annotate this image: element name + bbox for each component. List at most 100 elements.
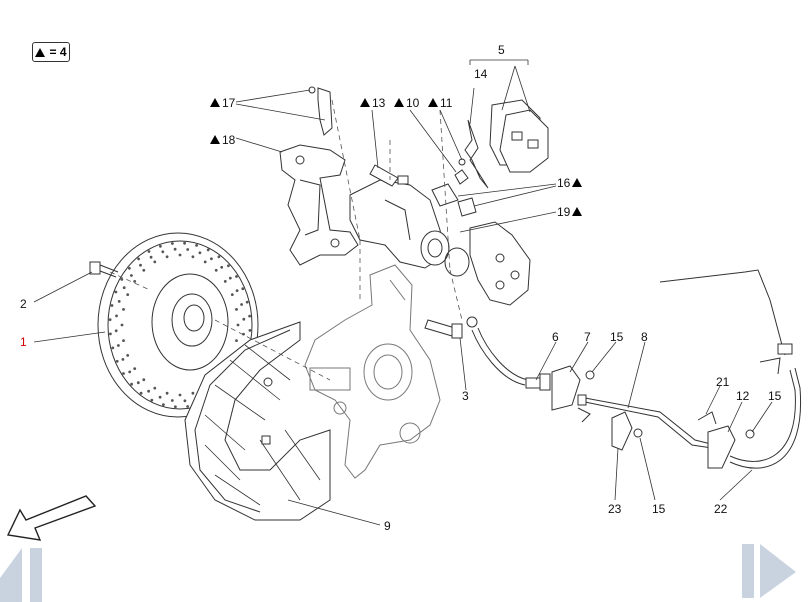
drilled-hole (236, 323, 240, 327)
drilled-hole (117, 344, 120, 347)
wear-sensor-wire (464, 119, 489, 189)
drilled-hole (191, 391, 195, 395)
caliper-piston (444, 221, 531, 306)
drilled-hole (235, 308, 238, 311)
callout-14: 14 (474, 67, 488, 81)
drilled-hole (158, 395, 162, 399)
drilled-hole (165, 255, 169, 259)
drilled-hole (227, 264, 230, 268)
drilled-hole (206, 248, 210, 252)
next-page-icon[interactable] (742, 544, 796, 598)
drilled-hole (115, 314, 118, 318)
callout-13-text: 13 (372, 96, 386, 110)
drilled-hole (130, 274, 133, 277)
drilled-hole (235, 275, 238, 278)
drilled-hole (210, 257, 213, 261)
drilled-hole (110, 304, 114, 307)
drilled-hole (186, 405, 190, 408)
retaining-clip (308, 86, 333, 136)
warning-triangle-icon (210, 135, 220, 144)
drilled-hole (115, 359, 119, 363)
callout-7: 7 (584, 330, 591, 344)
callout-18-text: 18 (222, 133, 236, 147)
callout-5: 5 (498, 43, 505, 57)
drilled-hole (195, 244, 199, 247)
warning-triangle-icon (360, 98, 370, 107)
drilled-hole (241, 287, 245, 291)
callout-9: 9 (384, 519, 391, 533)
hub-carrier (304, 264, 441, 479)
callout-3: 3 (462, 389, 469, 403)
rigid-brake-line (577, 394, 716, 449)
drilled-hole (178, 253, 182, 257)
drilled-hole (178, 393, 182, 397)
drilled-hole (214, 268, 218, 272)
drilled-hole (245, 300, 249, 304)
drilled-hole (162, 403, 165, 406)
drilled-hole (122, 286, 126, 290)
previous-page-icon[interactable] (0, 548, 42, 602)
drilled-hole (191, 255, 195, 259)
drilled-hole (122, 308, 125, 311)
drilled-hole (142, 268, 146, 272)
flexible-hose (659, 269, 802, 469)
drilled-hole (114, 329, 118, 333)
drilled-hole (147, 389, 151, 393)
brake-hose (471, 327, 551, 391)
callout-17: 17 (210, 96, 235, 110)
drilled-hole (159, 244, 162, 248)
callout-18: 18 (210, 133, 235, 147)
drilled-hole (153, 260, 157, 264)
warning-triangle-icon (572, 207, 583, 216)
warning-triangle-icon (428, 98, 438, 107)
drilled-hole (114, 290, 118, 294)
drilled-hole (136, 381, 140, 385)
drilled-hole (150, 398, 154, 402)
callout-8: 8 (641, 330, 648, 344)
drilled-hole (121, 358, 125, 361)
callout-15-c: 15 (768, 389, 782, 403)
caliper-bolt (424, 316, 478, 339)
drilled-hole (183, 399, 187, 403)
drilled-hole (174, 405, 177, 409)
hose-support-bracket (697, 411, 736, 469)
callout-22: 22 (714, 502, 728, 516)
assembly-guides (109, 99, 463, 381)
drilled-hole (120, 278, 124, 281)
brake-pads (489, 99, 549, 173)
callout-16: 16 (557, 176, 584, 190)
warning-triangle-icon (572, 178, 583, 187)
drilled-hole (230, 293, 234, 296)
callout-2: 2 (20, 297, 27, 311)
callout-17-text: 17 (222, 96, 236, 110)
warning-triangle-icon (394, 98, 404, 107)
drilled-hole (240, 303, 244, 306)
callout-10: 10 (394, 96, 419, 110)
drilled-hole (147, 250, 151, 253)
callout-23: 23 (608, 502, 622, 516)
drilled-hole (122, 339, 125, 342)
drilled-hole (248, 329, 252, 332)
drilled-hole (139, 391, 143, 395)
callout-19-text: 19 (557, 205, 571, 219)
drilled-hole (170, 399, 174, 402)
dust-shield (184, 321, 331, 521)
callout-12: 12 (736, 389, 750, 403)
warning-triangle-icon (210, 98, 220, 107)
drilled-hole (242, 317, 246, 321)
warning-triangle-icon (35, 47, 46, 57)
front-direction-arrow-icon (6, 495, 97, 541)
callout-6: 6 (552, 330, 559, 344)
callout-21: 21 (716, 375, 730, 389)
callout-1: 1 (20, 335, 27, 349)
drilled-hole (149, 255, 153, 259)
drilled-hole (142, 378, 146, 382)
drilled-hole (153, 386, 157, 390)
drilled-hole (109, 332, 112, 336)
caliper-bracket (279, 144, 359, 266)
drilled-hole (228, 276, 232, 280)
drilled-hole (165, 391, 169, 395)
caliper-body (349, 179, 450, 269)
badge-text: = 4 (49, 45, 67, 59)
